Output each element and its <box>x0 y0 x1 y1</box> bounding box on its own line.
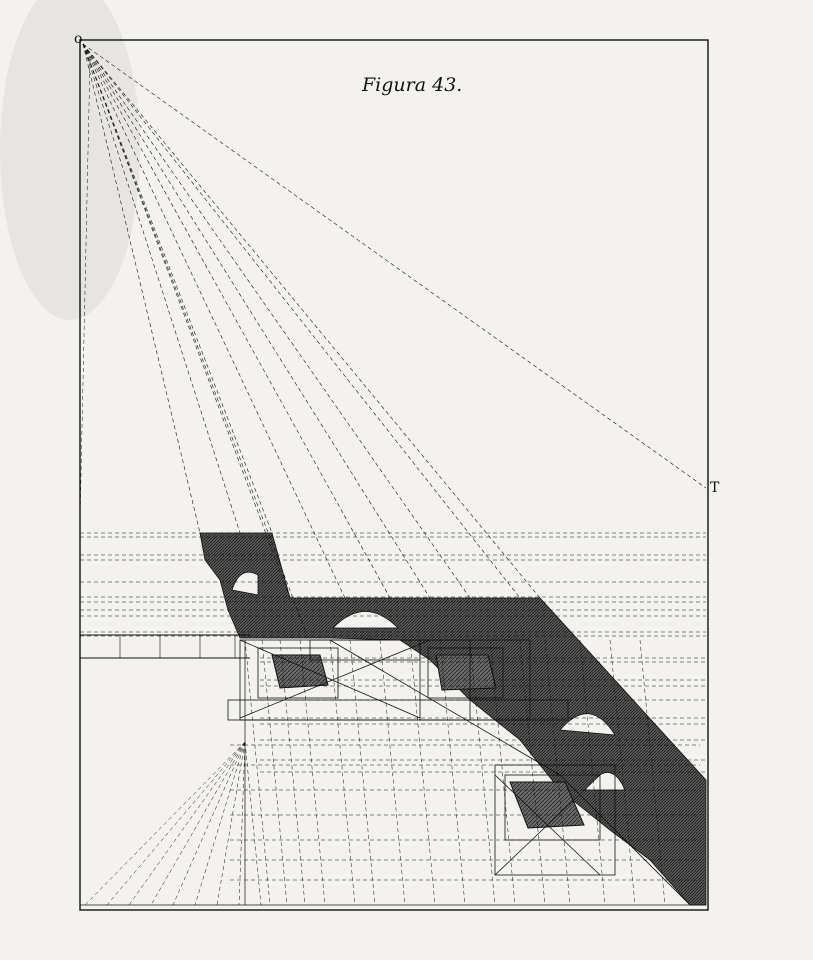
window-shade <box>509 781 585 829</box>
arch-opening <box>559 713 616 736</box>
projection-ray <box>82 43 707 489</box>
ground-ray <box>194 741 246 906</box>
facade-vertical <box>409 639 436 906</box>
facade-vertical <box>261 639 288 906</box>
ground-ray <box>244 741 262 906</box>
projection-ray <box>82 43 541 599</box>
frame-diagonal <box>494 774 601 876</box>
frame-diagonal <box>239 639 421 719</box>
frame-box <box>427 647 504 699</box>
facade-vertical <box>609 639 636 906</box>
ground-ray <box>106 741 246 906</box>
facade-vertical <box>279 639 306 906</box>
architectural-frames <box>227 639 700 906</box>
ground-ray <box>150 741 246 906</box>
ground-ray <box>238 741 246 906</box>
projection-ray <box>82 43 431 599</box>
facade-vertical <box>439 639 466 906</box>
facade-vertical <box>299 639 326 906</box>
facade-vertical <box>489 639 516 906</box>
plate-border <box>79 39 709 911</box>
paper-stain <box>0 0 140 320</box>
ground-ray <box>84 741 246 906</box>
projection-ray <box>82 43 241 534</box>
frame-diagonal <box>329 639 561 776</box>
frame-box <box>227 699 569 721</box>
projection-ray <box>82 43 273 534</box>
horizontal-dashed-lines <box>80 532 706 773</box>
facade-vertical <box>329 639 356 906</box>
projection-ray <box>82 43 471 599</box>
ground-perspective-rays <box>80 640 706 906</box>
facade-vertical <box>469 639 496 906</box>
arch-opening <box>231 571 259 596</box>
window-shade <box>271 654 329 689</box>
frame-box <box>257 647 339 699</box>
facade-vertical <box>519 639 546 906</box>
arch-opening <box>332 611 399 629</box>
ground-ray <box>128 741 246 906</box>
facade-vertical <box>639 639 666 906</box>
point-o-label: o <box>74 31 82 47</box>
facade-vertical <box>379 639 406 906</box>
facade-vertical <box>244 639 271 906</box>
facade-vertical <box>544 639 571 906</box>
point-t-label: T <box>710 480 720 496</box>
wall-shadow-mass <box>199 532 707 906</box>
projection-ray <box>82 43 521 599</box>
frame-diagonal <box>239 639 431 719</box>
projection-ray <box>82 43 391 599</box>
window-shade <box>435 654 497 691</box>
facade-vertical <box>349 639 376 906</box>
projection-ray <box>82 43 291 599</box>
facade-vertical <box>579 639 606 906</box>
figure-title: Figura 43. <box>361 74 462 96</box>
projection-rays <box>79 43 707 631</box>
ground-ray <box>172 741 246 906</box>
